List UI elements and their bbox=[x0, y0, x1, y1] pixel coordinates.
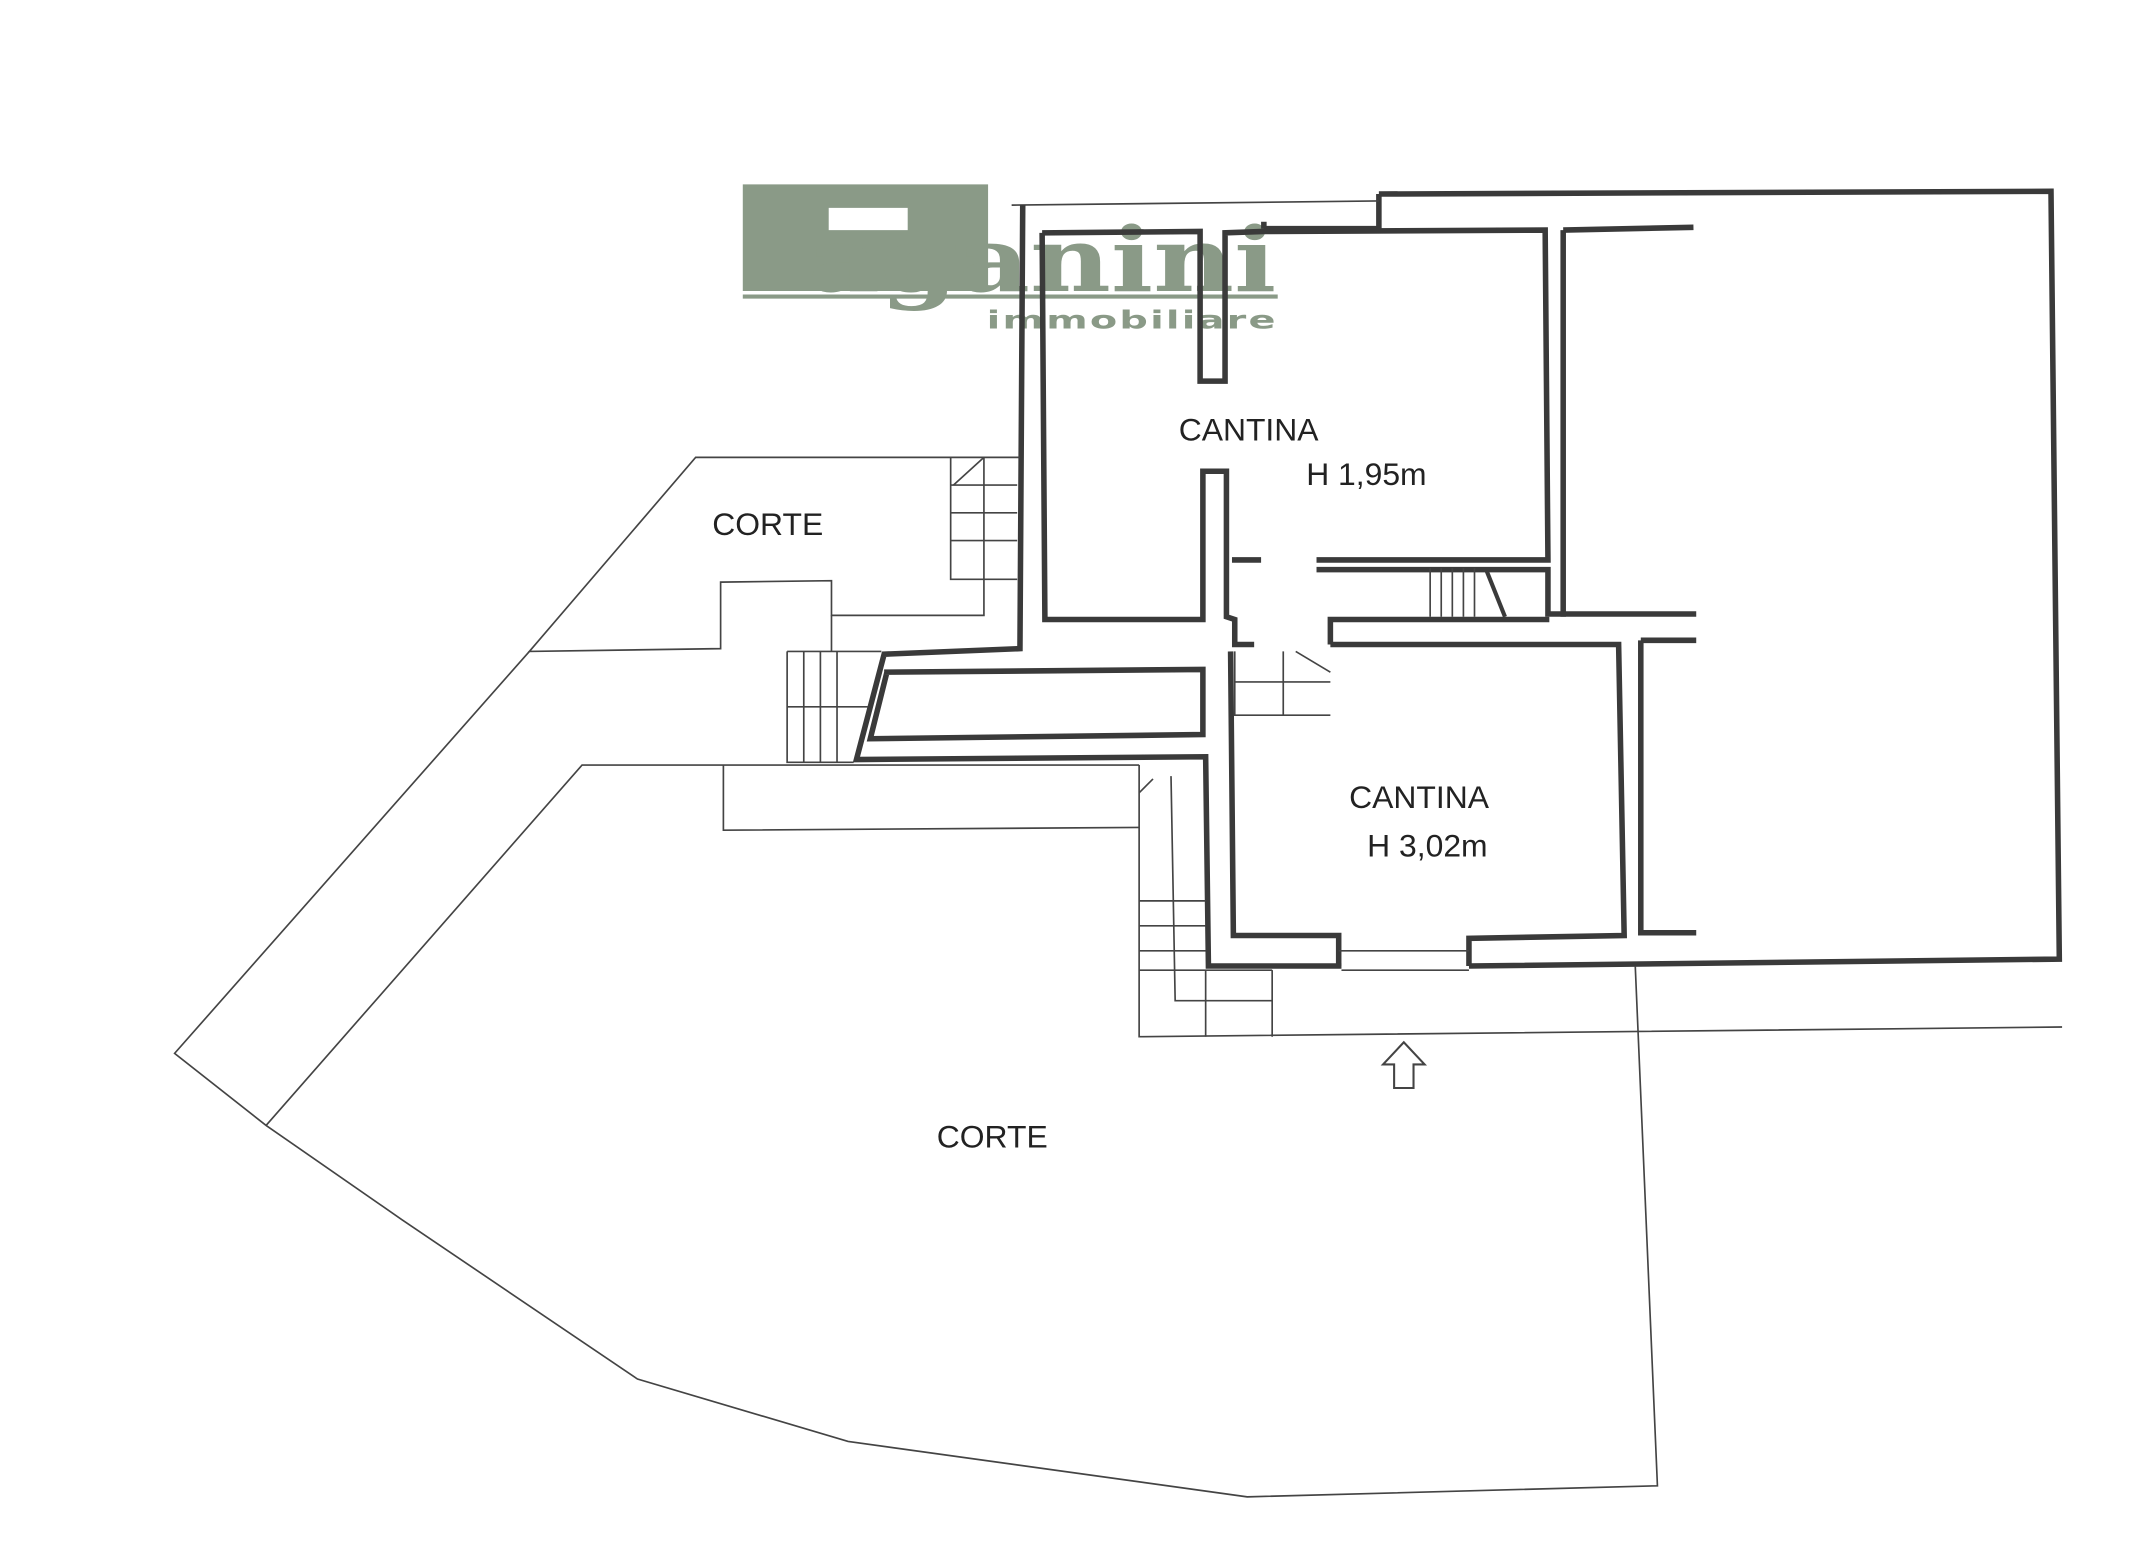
walls bbox=[852, 188, 2063, 972]
courtyard-label-upper: CORTE bbox=[712, 506, 823, 542]
room-height-cantina-2: H 3,02m bbox=[1367, 828, 1487, 864]
entrance-arrow-icon bbox=[1380, 1040, 1428, 1090]
courtyard-outlines bbox=[173, 456, 1659, 1498]
room-label-cantina-1: CANTINA bbox=[1179, 412, 1320, 448]
logo-p-mark bbox=[742, 184, 989, 292]
logo-subtitle: immobiliare bbox=[987, 305, 1278, 334]
room-height-cantina-1: H 1,95m bbox=[1306, 456, 1426, 492]
courtyard-label-lower: CORTE bbox=[937, 1119, 1048, 1155]
room-label-cantina-2: CANTINA bbox=[1349, 779, 1490, 815]
stairs bbox=[786, 456, 2063, 1038]
